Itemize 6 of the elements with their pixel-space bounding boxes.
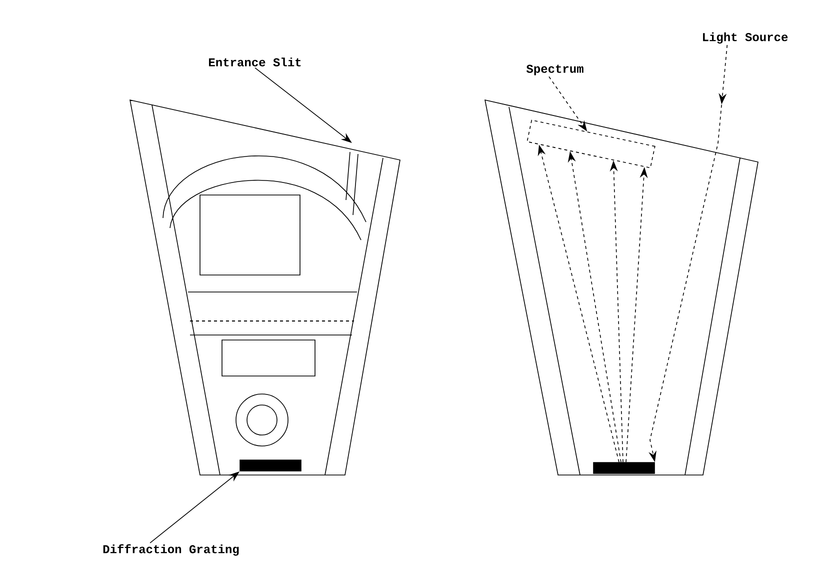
- spectrum-region: [526, 120, 656, 168]
- part-label: Entrance Slit: [209, 58, 301, 66]
- part-label: Diffraction Grating: [103, 544, 239, 556]
- part-label: Spectrum: [526, 64, 584, 76]
- part-label: Light Source: [703, 32, 788, 44]
- grating-bar: [240, 460, 302, 472]
